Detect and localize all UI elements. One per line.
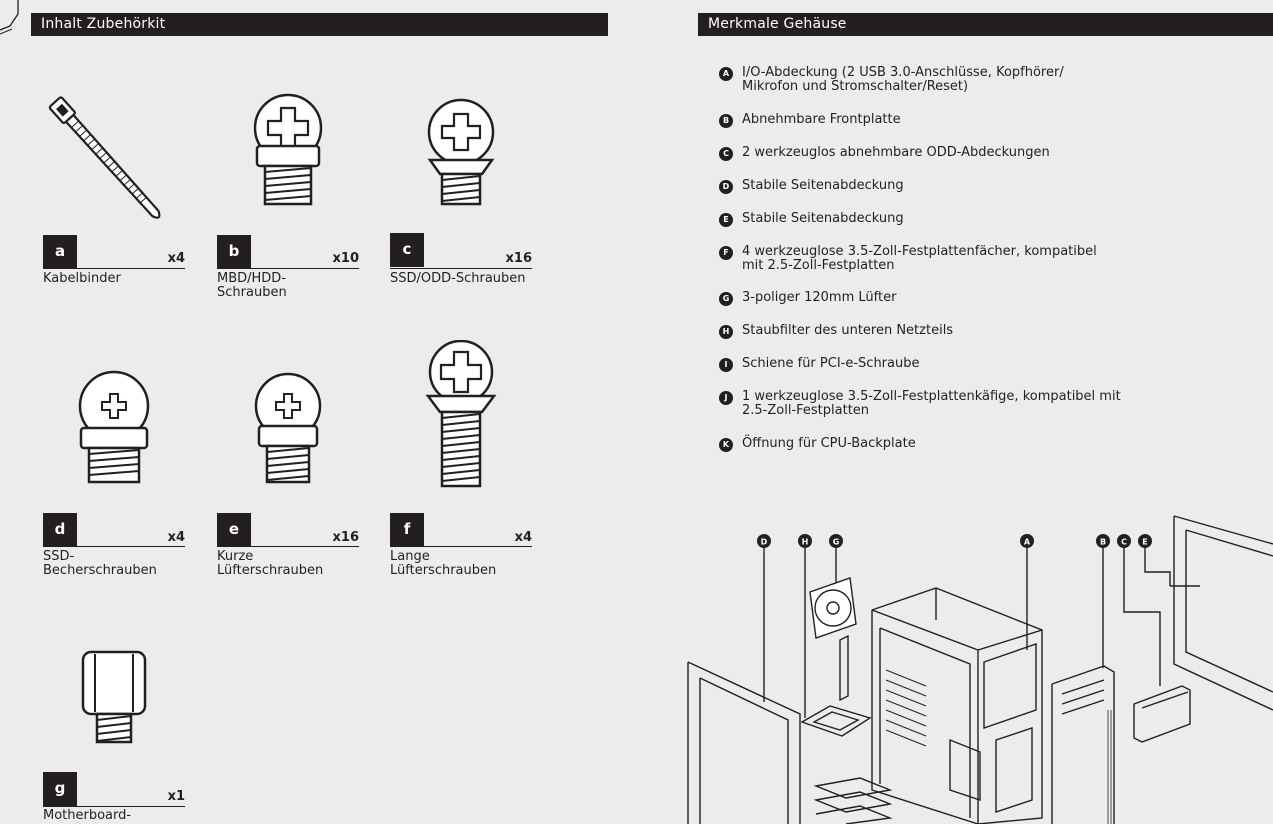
feature-text: 1 werkzeuglose 3.5-Zoll-Festplattenkäfig…: [742, 389, 1121, 418]
cable-tie-icon: [48, 96, 161, 219]
feature-text: Stabile Seitenabdeckung: [742, 178, 904, 193]
item-letter-badge: a: [43, 235, 77, 269]
item-letter-badge: d: [43, 513, 77, 547]
svg-text:H: H: [802, 538, 809, 547]
item-quantity: x4: [167, 251, 185, 266]
item-divider: [217, 546, 359, 547]
item-quantity: x1: [167, 789, 185, 804]
feature-text: Staubfilter des unteren Netzteils: [742, 323, 954, 338]
item-divider: [43, 806, 185, 807]
feature-letter-badge: J: [719, 391, 733, 405]
item-divider: [43, 268, 185, 269]
feature-text: 2 werkzeuglos abnehmbare ODD-Abdeckungen: [742, 145, 1050, 160]
feature-letter-badge: D: [719, 180, 733, 194]
accessory-item-c: c x16 SSD/ODD-Schrauben: [390, 88, 532, 288]
feature-text: Abnehmbare Frontplatte: [742, 112, 901, 127]
item-quantity: x4: [167, 530, 185, 545]
feature-letter-badge: C: [719, 147, 733, 161]
item-divider: [390, 546, 532, 547]
item-name: Motherboard-: [43, 808, 132, 823]
item-name: MBD/HDD- Schrauben: [217, 271, 287, 300]
svg-text:E: E: [1142, 538, 1147, 547]
feature-letter-badge: B: [719, 114, 733, 128]
item-name: Lange Lüfterschrauben: [390, 549, 497, 578]
feature-letter-badge: K: [719, 438, 733, 452]
svg-text:A: A: [1024, 538, 1031, 547]
feature-letter-badge: E: [719, 213, 733, 227]
feature-letter-badge: F: [719, 246, 733, 260]
accessory-item-g: g x1 Motherboard-: [43, 648, 185, 824]
item-name: Kurze Lüfterschrauben: [217, 549, 324, 578]
long-fan-screw-icon: [425, 340, 497, 488]
diagram-callouts: D H G A B C E: [757, 534, 1152, 548]
mbd-hdd-screw-icon: [253, 93, 323, 206]
feature-letter-badge: H: [719, 325, 733, 339]
item-quantity: x16: [505, 251, 532, 266]
feature-text: Stabile Seitenabdeckung: [742, 211, 904, 226]
item-divider: [43, 546, 185, 547]
feature-letter-badge: G: [719, 292, 733, 306]
item-divider: [217, 268, 359, 269]
item-letter-badge: e: [217, 513, 251, 547]
item-quantity: x16: [332, 530, 359, 545]
accessory-item-d: d x4 SSD- Becherschrauben: [43, 368, 185, 588]
feature-letter-badge: I: [719, 358, 733, 372]
feature-text: Öffnung für CPU-Backplate: [742, 436, 916, 451]
accessory-item-f: f x4 Lange Lüfterschrauben: [390, 340, 532, 590]
item-divider: [390, 268, 532, 269]
case-features-header: Merkmale Gehäuse: [698, 13, 1273, 36]
ssd-cup-screw-icon: [78, 370, 150, 484]
item-name: SSD- Becherschrauben: [43, 549, 157, 578]
item-letter-badge: f: [390, 513, 424, 547]
item-quantity: x4: [514, 530, 532, 545]
svg-text:B: B: [1100, 538, 1106, 547]
svg-text:D: D: [761, 538, 768, 547]
accessory-item-e: e x16 Kurze Lüfterschrauben: [217, 368, 359, 588]
item-letter-badge: g: [43, 772, 77, 806]
accessory-kit-header: Inhalt Zubehörkit: [31, 13, 608, 36]
item-letter-badge: c: [390, 233, 424, 267]
svg-text:G: G: [833, 538, 840, 547]
feature-text: Schiene für PCI-e-Schraube: [742, 356, 920, 371]
feature-text: 3-poliger 120mm Lüfter: [742, 290, 897, 305]
ssd-odd-screw-icon: [427, 98, 495, 206]
svg-text:C: C: [1121, 538, 1127, 547]
item-quantity: x10: [332, 251, 359, 266]
case-exploded-diagram: D H G A B C E: [687, 515, 1273, 824]
page-corner-mark: [0, 0, 19, 35]
item-name: Kabelbinder: [43, 271, 121, 286]
feature-letter-badge: A: [719, 67, 733, 81]
motherboard-standoff-icon: [81, 650, 147, 744]
accessory-item-a: a x4 Kabelbinder: [43, 88, 185, 288]
feature-text: I/O-Abdeckung (2 USB 3.0-Anschlüsse, Kop…: [742, 65, 1064, 94]
feature-text: 4 werkzeuglose 3.5-Zoll-Festplattenfäche…: [742, 244, 1097, 273]
item-letter-badge: b: [217, 235, 251, 269]
item-name: SSD/ODD-Schrauben: [390, 271, 526, 286]
short-fan-screw-icon: [254, 372, 322, 484]
accessory-item-b: b x10 MBD/HDD- Schrauben: [217, 88, 359, 308]
